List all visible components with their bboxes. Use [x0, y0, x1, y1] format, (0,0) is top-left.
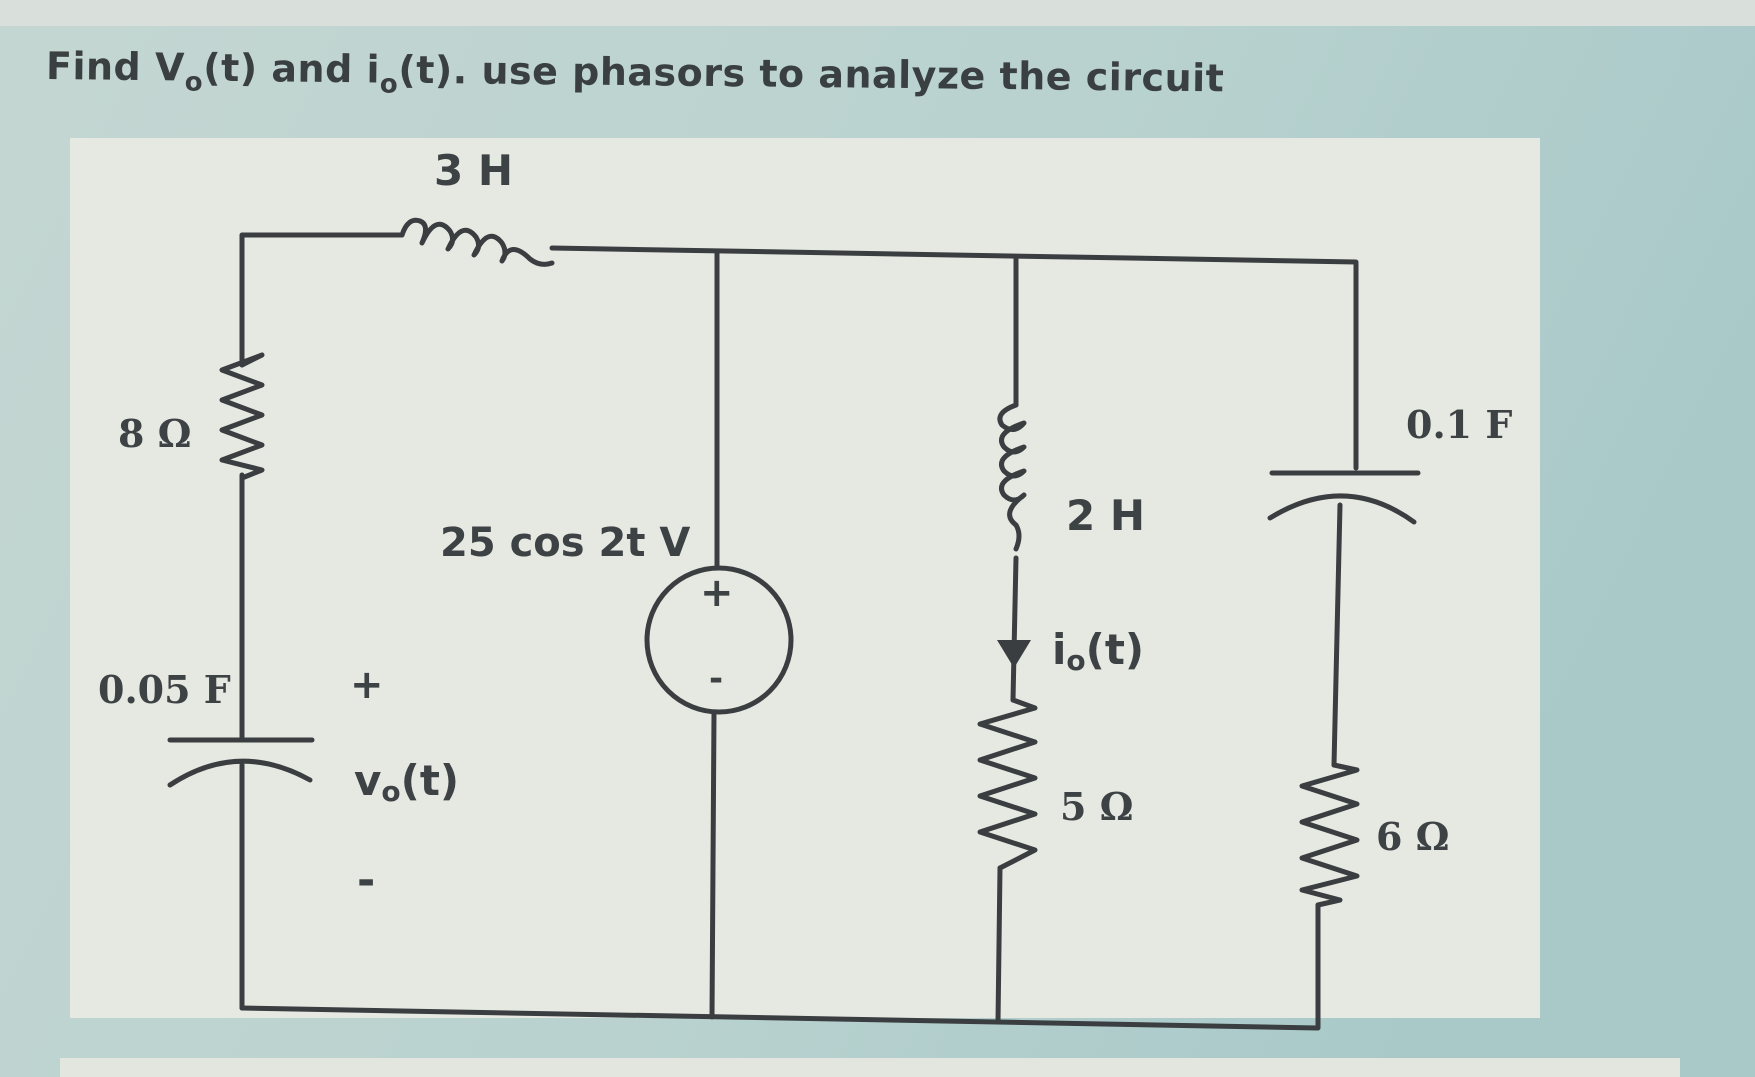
inductor-3h-label: 3 H — [434, 146, 513, 195]
resistor-6ohm-symbol — [1299, 762, 1360, 908]
inductor-3h-symbol — [399, 217, 555, 267]
io-label: io(t) — [1052, 625, 1144, 677]
vo-label: vo(t) — [354, 756, 459, 808]
circuit-panel — [70, 138, 1540, 1018]
wire-right-cap — [1331, 502, 1343, 768]
resistor-8ohm-label: 8 Ω — [118, 411, 192, 456]
resistor-5ohm-label: 5 Ω — [1060, 784, 1134, 829]
source-plus-sign: + — [700, 570, 734, 616]
capacitor-01f-label: 0.1 F — [1406, 402, 1512, 447]
voltage-source-circle — [644, 565, 794, 715]
capacitor-005f-plate-curved — [167, 758, 313, 788]
wire-mid-bottom — [995, 865, 1003, 1025]
resistor-8ohm-symbol — [219, 352, 265, 481]
wire-top-right — [549, 245, 1359, 471]
wires — [239, 232, 1359, 1031]
source-minus-sign: - — [709, 659, 723, 699]
wire-mid-current — [1010, 555, 1019, 703]
wire-source-bottom — [709, 710, 717, 1020]
resistor-5ohm-symbol — [977, 697, 1038, 871]
capacitor-005f-label: 0.05 F — [98, 667, 231, 712]
resistor-6ohm-label: 6 Ω — [1376, 814, 1450, 859]
vo-minus-sign: - — [357, 855, 375, 906]
current-arrow-icon — [997, 640, 1031, 668]
wire-top-left — [239, 232, 405, 368]
source-label: 25 cos 2t V — [440, 520, 690, 566]
inductor-2h-symbol — [997, 402, 1027, 552]
inductor-2h-label: 2 H — [1066, 491, 1145, 540]
capacitor-01f-plate-curved — [1267, 493, 1417, 525]
vo-plus-sign: + — [350, 662, 384, 708]
wire-bottom — [239, 902, 1321, 1031]
